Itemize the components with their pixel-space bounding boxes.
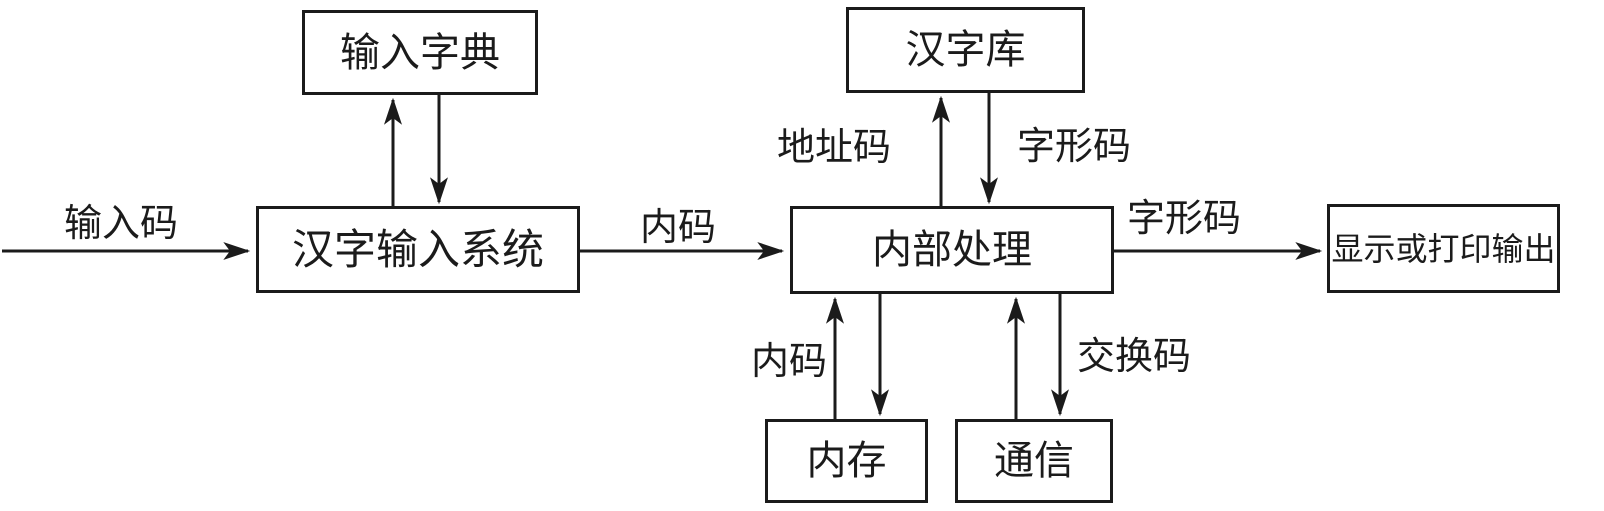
node-input-system: 汉字输入系统 <box>256 206 580 293</box>
node-input-dictionary: 输入字典 <box>302 10 538 95</box>
label-glyph-code-right: 字形码 <box>1127 196 1242 240</box>
node-communication: 通信 <box>955 419 1113 503</box>
label-internal-code-bottom: 内码 <box>751 339 828 383</box>
label-glyph-code-upper: 字形码 <box>1017 124 1132 168</box>
node-internal-processing: 内部处理 <box>790 206 1114 294</box>
node-memory: 内存 <box>765 419 928 503</box>
label-address-code: 地址码 <box>777 125 892 169</box>
node-char-library: 汉字库 <box>846 7 1085 93</box>
label-input-code: 输入码 <box>64 201 179 245</box>
node-display-output: 显示或打印输出 <box>1327 204 1560 293</box>
label-internal-code-top: 内码 <box>640 205 717 249</box>
label-exchange-code: 交换码 <box>1077 334 1192 378</box>
